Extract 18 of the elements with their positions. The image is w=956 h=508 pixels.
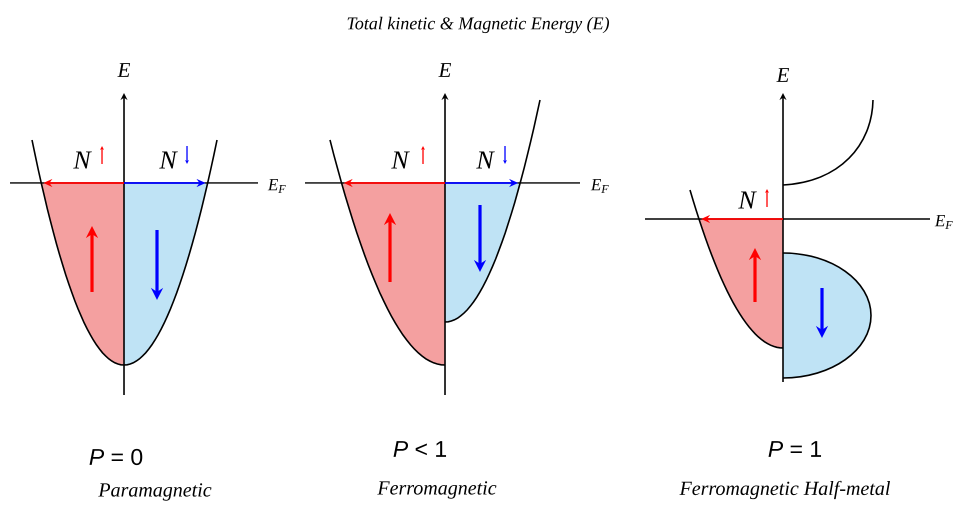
diagram-title: Total kinetic & Magnetic Energy (E): [348, 16, 610, 34]
label: Paramagnetic: [98, 483, 212, 501]
label: E: [776, 68, 790, 82]
label: E: [438, 63, 452, 77]
label: E$_{F}$: [268, 179, 286, 193]
label: P = 0: [90, 448, 142, 466]
label: Ferromagnetic: [377, 481, 496, 499]
label: N: [738, 191, 757, 208]
label: N: [476, 151, 495, 168]
label: N: [391, 151, 410, 168]
label: E: [117, 63, 130, 77]
label: N: [159, 151, 178, 168]
label: P < 1: [394, 441, 446, 457]
label: E$_{F}$: [590, 179, 609, 193]
label: E$_{F}$: [934, 215, 953, 229]
label: Ferromagnetic Half-metal: [679, 480, 890, 500]
label: P = 1: [768, 441, 822, 457]
label: N: [73, 151, 92, 168]
